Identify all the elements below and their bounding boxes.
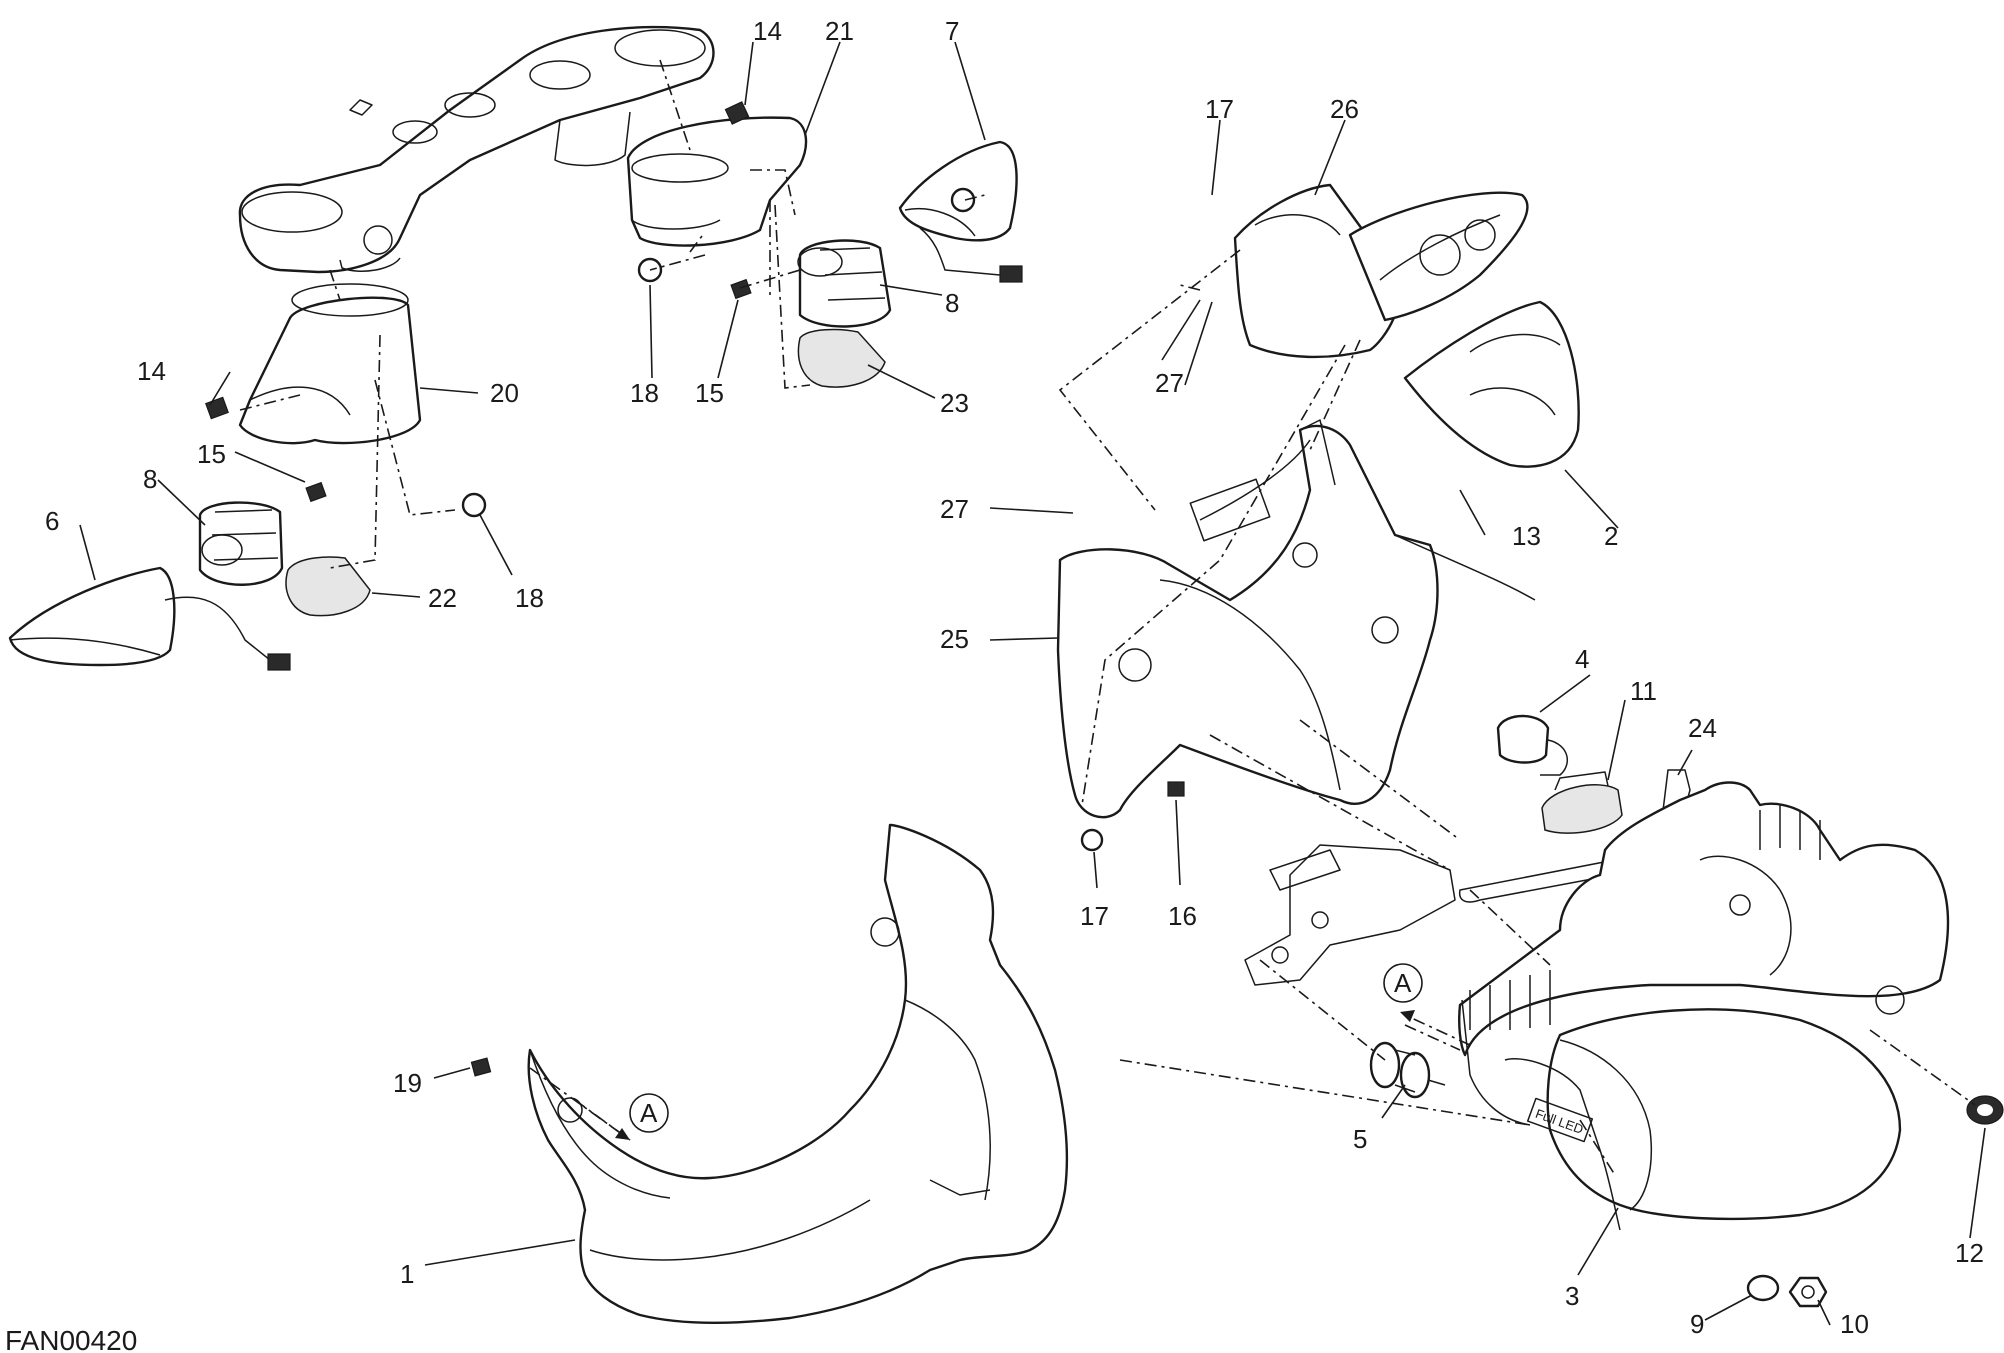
rubber-grommet-upper xyxy=(797,239,892,328)
label-9: 9 xyxy=(1690,1309,1704,1339)
label-12: 12 xyxy=(1955,1238,1984,1268)
headlight-bracket-clamp xyxy=(238,283,422,445)
label-17-top: 17 xyxy=(1205,94,1234,124)
label-14-top: 14 xyxy=(753,16,782,46)
label-17-mid: 17 xyxy=(1080,901,1109,931)
label-25: 25 xyxy=(940,624,969,654)
washer-9 xyxy=(1746,1274,1780,1302)
bulb-holder-4 xyxy=(1496,714,1569,776)
label-8-left: 8 xyxy=(143,464,157,494)
heatsink-fins xyxy=(1469,805,1821,1030)
turn-signal-left xyxy=(8,566,291,671)
instrument-panel-26 xyxy=(1233,183,1529,359)
label-26: 26 xyxy=(1330,94,1359,124)
label-7: 7 xyxy=(945,16,959,46)
headlight-assembly-3: Full LED xyxy=(1458,781,1950,1231)
upper-triple-clamp xyxy=(238,25,715,274)
label-16: 16 xyxy=(1168,901,1197,931)
label-4: 4 xyxy=(1575,644,1589,674)
bolts xyxy=(205,101,1185,1077)
label-6: 6 xyxy=(45,506,59,536)
label-8-top: 8 xyxy=(945,288,959,318)
label-1: 1 xyxy=(400,1259,414,1289)
label-11: 11 xyxy=(1630,676,1657,706)
view-arrows xyxy=(574,1010,1471,1141)
label-18-top: 18 xyxy=(630,378,659,408)
diagram-code: FAN00420 xyxy=(5,1325,137,1353)
rubber-grommet-lower xyxy=(198,501,284,586)
spacer-plate-22 xyxy=(285,556,371,617)
svg-text:A: A xyxy=(1394,968,1412,998)
view-marker-bottom-left: A xyxy=(629,1093,669,1133)
bracket-clamp-upper xyxy=(626,116,808,247)
view-marker-bottom-right: A xyxy=(1383,963,1423,1003)
label-2: 2 xyxy=(1604,521,1618,551)
svg-text:A: A xyxy=(640,1098,658,1128)
rubber-mount-5 xyxy=(1369,1041,1446,1099)
part-labels: 14 21 7 17 26 14 20 15 8 6 22 18 18 15 8… xyxy=(45,16,1984,1339)
label-5: 5 xyxy=(1353,1124,1367,1154)
label-14-left: 14 xyxy=(137,356,166,386)
cover-2 xyxy=(1403,300,1580,468)
headlight-mount-bracket xyxy=(1244,844,1456,986)
headlight-fairing-1 xyxy=(527,823,1069,1325)
label-20: 20 xyxy=(490,378,519,408)
label-24: 24 xyxy=(1688,713,1717,743)
label-13: 13 xyxy=(1512,521,1541,551)
label-15-top: 15 xyxy=(695,378,724,408)
label-15-left: 15 xyxy=(197,439,226,469)
label-18-left: 18 xyxy=(515,583,544,613)
leader-lines xyxy=(79,41,1986,1326)
label-21: 21 xyxy=(825,16,854,46)
label-27-mid: 27 xyxy=(940,494,969,524)
label-27-top: 27 xyxy=(1155,368,1184,398)
label-10: 10 xyxy=(1840,1309,1869,1339)
grommet-11 xyxy=(1541,771,1623,834)
label-23: 23 xyxy=(940,388,969,418)
label-19: 19 xyxy=(393,1068,422,1098)
nut-10 xyxy=(1788,1276,1828,1308)
label-22: 22 xyxy=(428,583,457,613)
label-3: 3 xyxy=(1565,1281,1579,1311)
grommet-12 xyxy=(1966,1095,2004,1125)
support-frame-25 xyxy=(1056,419,1536,819)
spacer-plate-23 xyxy=(797,328,886,388)
bracket-24 xyxy=(1458,769,1691,903)
